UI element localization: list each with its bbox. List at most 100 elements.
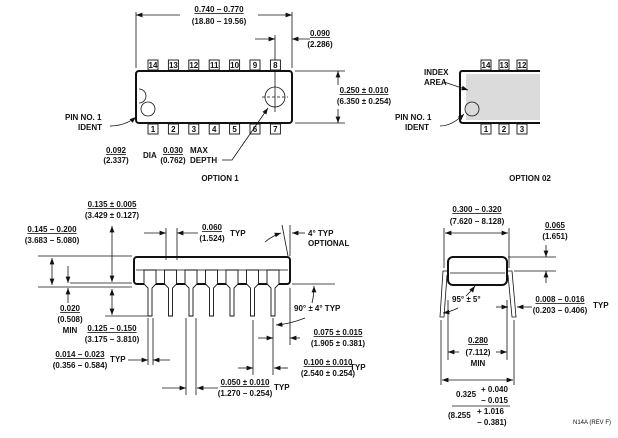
pin-box: [516, 123, 528, 135]
d1-mm: (3.429 ± 0.127): [85, 211, 140, 220]
right-lead: [507, 270, 517, 318]
pin-number: 2: [502, 125, 507, 134]
d9-mm: (0.356 − 0.584): [53, 361, 108, 370]
e6-plus: + 0.040: [481, 385, 508, 394]
pin-number: 1: [484, 125, 489, 134]
pin-box: [480, 59, 492, 71]
o2-pin1-label-1: PIN NO. 1: [395, 113, 432, 122]
option1-caption: OPTION 1: [201, 174, 239, 183]
notch: [138, 88, 147, 104]
dia-mm: (2.337): [103, 156, 129, 165]
pin-box: [229, 123, 241, 135]
pin1-label-2: IDENT: [78, 123, 102, 132]
e3-label: 95° ± 5°: [452, 295, 481, 304]
e4-suffix: TYP: [593, 301, 609, 310]
pin-box: [147, 123, 159, 135]
lead: [164, 269, 177, 317]
pin-number: 12: [189, 61, 198, 70]
pin-number: 1: [151, 125, 156, 134]
end-view: 0.300 − 0.320 (7.620 − 8.128) 0.065 (1.6…: [439, 205, 611, 427]
drawing-id: N14A (REV F): [573, 420, 611, 426]
option2-caption: OPTION 02: [509, 174, 551, 183]
index-area-shading: [466, 74, 540, 120]
end-offset-in: 0.090: [310, 29, 331, 38]
lead: [246, 269, 259, 317]
e5-mm: (7.112): [466, 348, 491, 357]
d10-suffix: TYP: [350, 363, 366, 372]
pin-number: 5: [232, 125, 237, 134]
pin-number: 3: [192, 125, 197, 134]
pin-number: 7: [273, 125, 278, 134]
dia-in: 0.092: [106, 146, 127, 155]
pin-box: [188, 123, 200, 135]
lead: [184, 269, 198, 317]
e6-mm-base: (8.255: [448, 411, 471, 420]
length-mm: (18.80 − 19.56): [192, 17, 247, 26]
e2-in: 0.065: [545, 221, 566, 230]
pin-number: 8: [273, 61, 278, 70]
d11-suffix: TYP: [274, 383, 290, 392]
e5-in: 0.280: [468, 336, 489, 345]
d8-mm: (1.905 ± 0.381): [311, 339, 366, 348]
pin-box: [249, 59, 261, 71]
pin-box: [249, 123, 261, 135]
d9-in: 0.014 − 0.023: [55, 350, 105, 359]
d3-suffix: TYP: [230, 229, 246, 238]
pin-number: 3: [520, 125, 525, 134]
d10-in: 0.100 ± 0.010: [304, 358, 353, 367]
pin-box: [188, 59, 200, 71]
d11-mm: (1.270 − 0.254): [218, 389, 273, 398]
pin-box: [269, 123, 281, 135]
length-in: 0.740 − 0.770: [194, 5, 244, 14]
pin-box: [498, 59, 510, 71]
pin-number: 12: [518, 61, 527, 70]
lead: [205, 269, 218, 317]
d4-label-2: OPTIONAL: [308, 239, 349, 248]
pin-number: 9: [253, 61, 258, 70]
d5-suffix: MIN: [63, 326, 78, 335]
pin-number: 4: [212, 125, 217, 134]
e4-mm: (0.203 − 0.406): [533, 306, 588, 315]
d5-mm: (0.508): [57, 315, 83, 324]
depth-label-2: DEPTH: [190, 156, 217, 165]
d1-in: 0.135 ± 0.005: [88, 200, 137, 209]
o2-pin1-label-2: IDENT: [405, 123, 429, 132]
pin-number: 13: [169, 61, 178, 70]
pin-box: [167, 59, 179, 71]
d8-in: 0.075 ± 0.015: [314, 328, 363, 337]
e5-suffix: MIN: [471, 359, 486, 368]
d5-in: 0.020: [60, 304, 81, 313]
pin-box: [269, 59, 281, 71]
d6-in: 0.125 − 0.150: [87, 324, 137, 333]
pin1-dimple: [140, 101, 156, 117]
pin-box: [229, 59, 241, 71]
lead: [225, 269, 239, 317]
pin-box: [208, 123, 220, 135]
e1-in: 0.300 − 0.320: [452, 205, 502, 214]
e6-mm-plus: + 1.016: [477, 407, 504, 416]
package-body: [135, 70, 293, 124]
d3-mm: (1.524): [199, 234, 225, 243]
pin-number: 13: [500, 61, 509, 70]
pin-number: 14: [149, 61, 158, 70]
d3-in: 0.060: [202, 223, 223, 232]
d4-label-1: 4° TYP: [308, 229, 334, 238]
pin-number: 10: [230, 61, 239, 70]
end-offset-mm: (2.286): [307, 40, 333, 49]
pin-number: 14: [482, 61, 491, 70]
d6-mm: (3.175 − 3.810): [85, 335, 140, 344]
dia-label: DIA: [143, 151, 157, 160]
index-label-1: INDEX: [424, 68, 449, 77]
pin-box: [516, 59, 528, 71]
d2-in: 0.145 − 0.200: [27, 225, 77, 234]
pin-number: 2: [171, 125, 176, 134]
d7-label: 90° ± 4° TYP: [294, 304, 341, 313]
pin-box: [208, 59, 220, 71]
d9-suffix: TYP: [110, 355, 126, 364]
e4-in: 0.008 − 0.016: [535, 295, 585, 304]
index-label-2: AREA: [424, 78, 447, 87]
e1-mm: (7.620 − 8.128): [450, 217, 505, 226]
d2-mm: (3.683 − 5.080): [25, 236, 80, 245]
